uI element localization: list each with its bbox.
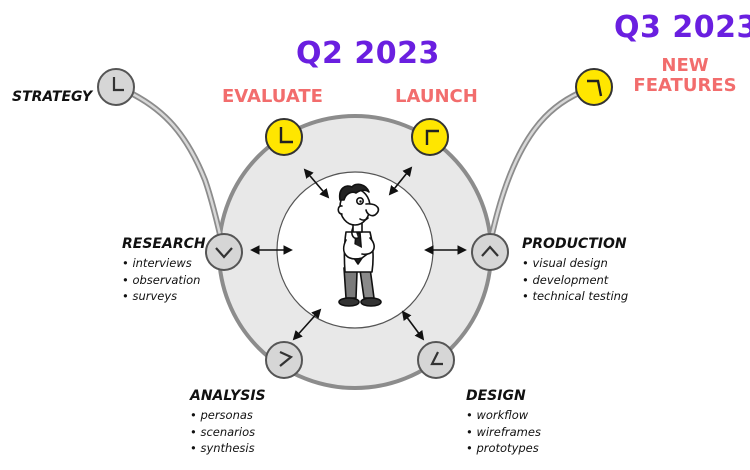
clock-icon <box>205 233 243 271</box>
phase-analysis-list: personas scenarios synthesis <box>190 407 266 457</box>
strategy-track <box>115 84 227 255</box>
quarter-label-q2: Q2 2023 <box>296 36 440 71</box>
clock-icon <box>97 68 135 106</box>
list-item: visual design <box>522 255 628 272</box>
clock-icon <box>265 341 303 379</box>
clock-icon <box>265 118 303 156</box>
phase-production-list: visual design development technical test… <box>522 255 628 305</box>
clock-icon <box>411 118 449 156</box>
milestone-new-features-line-2: FEATURES <box>633 75 737 96</box>
list-item: observation <box>122 272 206 289</box>
clock-icon <box>471 233 509 271</box>
phase-analysis-title: ANALYSIS <box>190 388 266 404</box>
milestone-launch: LAUNCH <box>395 86 478 107</box>
quarter-label-q3: Q3 2023 <box>614 10 750 45</box>
strategy-label: STRATEGY <box>12 89 93 105</box>
phase-design-title: DESIGN <box>466 388 526 404</box>
phase-design: DESIGN workflow wireframes prototypes <box>466 388 541 457</box>
clock-icon <box>575 68 613 106</box>
phase-production: PRODUCTION visual design development tec… <box>522 236 628 305</box>
phase-production-title: PRODUCTION <box>522 236 627 252</box>
milestone-new-features-line-1: NEW <box>661 55 709 76</box>
phase-research-list: interviews observation surveys <box>122 255 206 305</box>
phase-analysis: ANALYSIS personas scenarios synthesis <box>190 388 266 457</box>
new-features-track <box>485 84 597 255</box>
phase-research-title: RESEARCH <box>122 236 206 252</box>
list-item: interviews <box>122 255 206 272</box>
list-item: personas <box>190 407 266 424</box>
clock-icon <box>417 341 455 379</box>
thinking-man-illustration <box>337 183 382 307</box>
list-item: workflow <box>466 407 541 424</box>
list-item: synthesis <box>190 440 266 457</box>
list-item: scenarios <box>190 424 266 441</box>
list-item: technical testing <box>522 288 628 305</box>
phase-research: RESEARCH interviews observation surveys <box>122 236 206 305</box>
milestone-new-features: NEW FEATURES <box>630 56 740 96</box>
milestone-evaluate: EVALUATE <box>222 86 323 107</box>
list-item: wireframes <box>466 424 541 441</box>
double-arrow-icon <box>250 166 467 341</box>
list-item: prototypes <box>466 440 541 457</box>
phase-design-list: workflow wireframes prototypes <box>466 407 541 457</box>
list-item: development <box>522 272 628 289</box>
list-item: surveys <box>122 288 206 305</box>
